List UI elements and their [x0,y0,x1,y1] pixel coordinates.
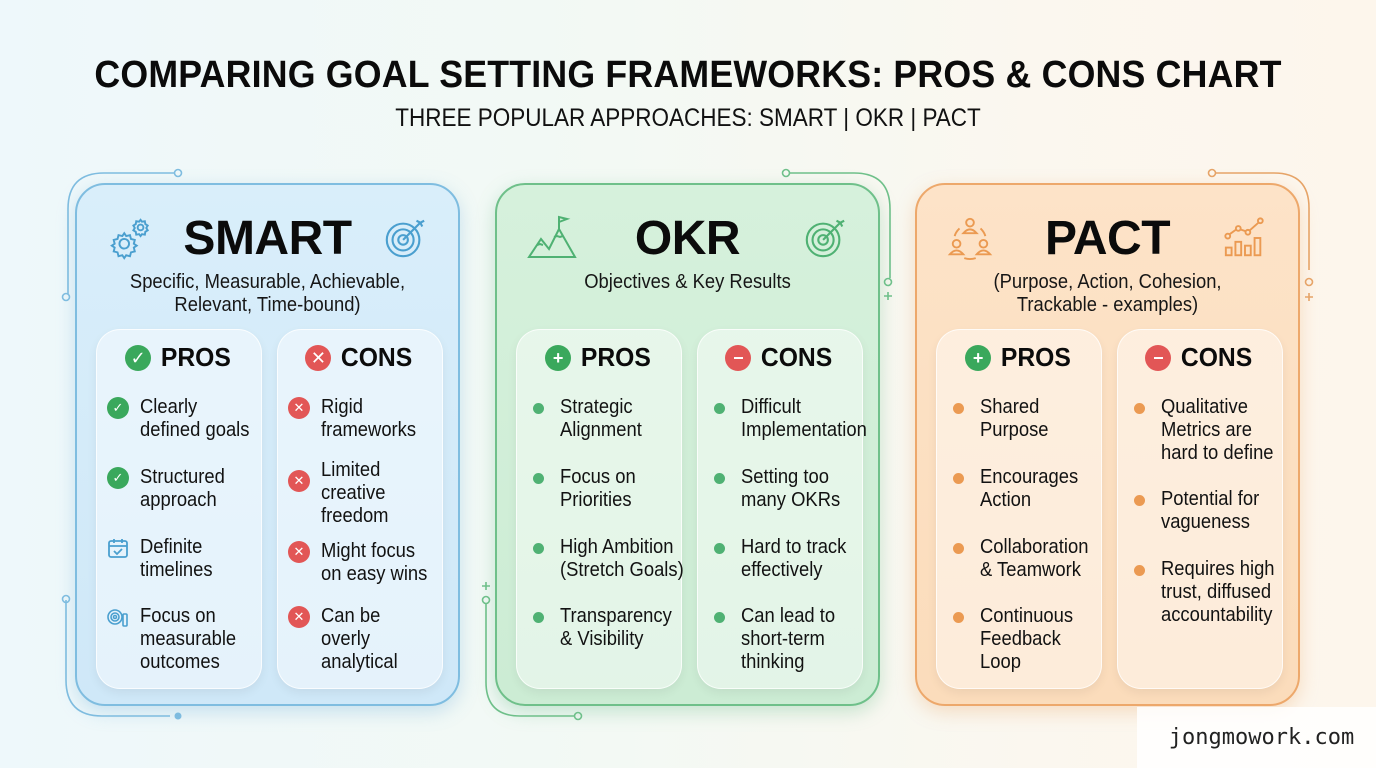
bullet-dot-icon [1133,564,1145,576]
team-cycle-icon [947,217,993,261]
framework-name: SMART [183,212,352,265]
measure-icon [107,609,128,627]
framework-description: Relevant, Time-bound) [174,294,361,316]
x-circle-icon: ✕ [288,397,310,419]
framework-description: Objectives & Key Results [584,271,791,293]
framework-name: OKR [634,212,741,265]
plus-circle-icon: + [545,344,572,371]
list-item: High Ambition(Stretch Goals) [525,536,685,582]
minus-circle-icon: − [725,344,752,371]
minus-circle-icon: − [1145,344,1172,371]
bullet-dot-icon [532,402,544,414]
bullet-dot-icon [532,472,544,484]
check-circle-icon: ✓ [125,344,152,371]
growth-chart-icon [1224,217,1264,257]
pros-heading: PROS [160,342,232,372]
page-title: COMPARING GOAL SETTING FRAMEWORKS: PROS … [94,54,1282,96]
bullet-dot-icon [713,542,725,554]
gears-icon [110,218,150,260]
bullet-dot-icon [532,542,544,554]
bullet-dot-icon [952,472,964,484]
cons-heading: CONS [341,342,413,372]
bullet-dot-icon [713,472,725,484]
target-icon [805,219,845,258]
bullet-dot-icon [1133,494,1145,506]
bullet-dot-icon [713,611,725,623]
x-circle-icon: ✕ [305,344,332,371]
calendar-check-icon [108,539,128,558]
pros-heading: PROS [580,342,652,372]
panel-okr: OKR Objectives & Key Results + PROS Stra… [495,183,880,706]
list-item: Collaboration& Teamwork [945,536,1105,582]
watermark: jongmowork.com [1137,707,1376,768]
cons-heading: CONS [1181,342,1253,372]
bullet-dot-icon [1133,402,1145,414]
framework-name: PACT [1044,212,1171,265]
bullet-dot-icon [952,402,964,414]
cons-heading: CONS [761,342,833,372]
panel-pact: PACT (Purpose, Action, Cohesion, Trackab… [915,183,1300,706]
bullet-dot-icon [952,611,964,623]
bullet-dot-icon [532,611,544,623]
page-subtitle: THREE POPULAR APPROACHES: SMART | OKR | … [395,104,981,132]
plus-circle-icon: + [965,344,992,371]
x-circle-icon: ✕ [288,470,310,492]
check-circle-icon: ✓ [107,467,129,489]
x-circle-icon: ✕ [288,606,310,628]
list-item: Transparency& Visibility [525,605,685,651]
framework-description: (Purpose, Action, Cohesion, [993,271,1222,293]
bullet-dot-icon [713,402,725,414]
framework-description: Trackable - examples) [1016,294,1199,316]
x-circle-icon: ✕ [288,541,310,563]
check-circle-icon: ✓ [107,397,129,419]
framework-description: Specific, Measurable, Achievable, [129,271,406,293]
bullet-dot-icon [952,542,964,554]
mountain-flag-icon [527,215,577,258]
target-icon [385,219,425,258]
pros-heading: PROS [1000,342,1072,372]
panel-smart: SMART Specific, Measurable, Achievable, … [75,183,460,706]
